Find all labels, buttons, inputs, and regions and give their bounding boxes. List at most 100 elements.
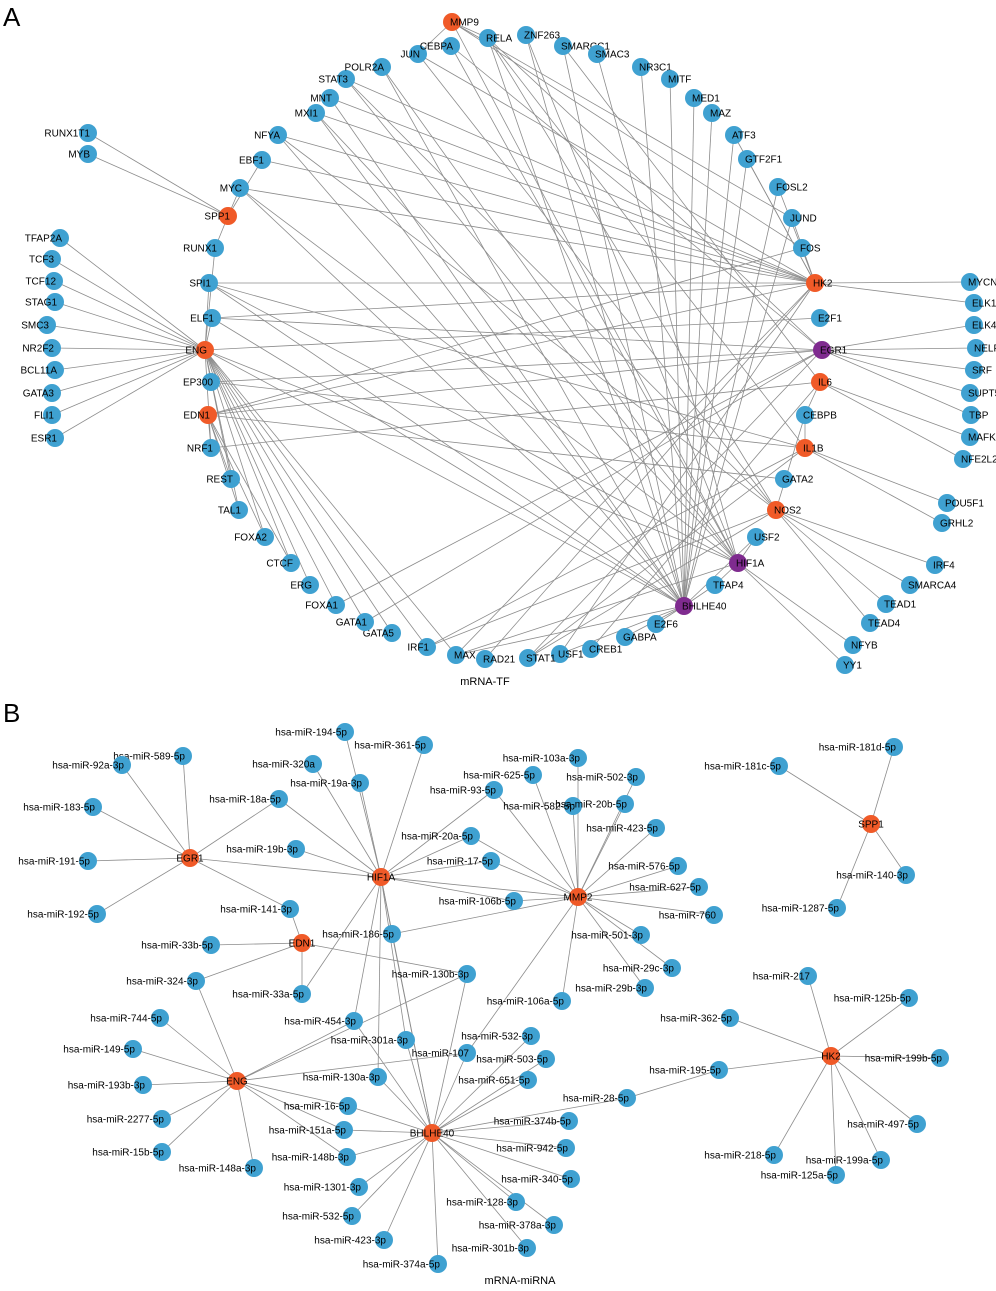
panel-b-node-label-hsa-mir-183-5p: hsa-miR-183-5p <box>23 803 95 814</box>
panel-b-node-circle-hsa-mir-218-5p <box>765 1146 783 1164</box>
panel-b-node-hsa-mir-627-5p: hsa-miR-627-5p <box>629 878 708 896</box>
panel-a-edge-eng-esr1 <box>54 349 206 439</box>
panel-a-node-label-tal1: TAL1 <box>218 506 242 517</box>
panel-a-edge-bhlhe40-mitf <box>669 78 685 607</box>
panel-b-node-label-hsa-mir-501-3p: hsa-miR-501-3p <box>571 931 643 942</box>
panel-b-edge-hk2-hsa-mir-125b-5p <box>830 997 910 1057</box>
panel-b-node-circle-hsa-mir-576-5p <box>669 857 687 875</box>
panel-a-node-fli1: FLI1 <box>34 406 61 424</box>
panel-a-node-label-tead4: TEAD4 <box>868 619 901 630</box>
panel-b-node-circle-hsa-mir-374a-5p <box>429 1255 447 1273</box>
panel-a-edge-hk2-elf1 <box>211 282 816 319</box>
panel-a-edge-hif1a-mmp9 <box>451 21 739 564</box>
panel-a-edge-eng-bhlhe40 <box>204 349 685 607</box>
panel-b-node-label-hsa-mir-141-3p: hsa-miR-141-3p <box>220 905 292 916</box>
panel-b-node-circle-hsa-mir-141-3p <box>281 900 299 918</box>
panel-b-node-label-hsa-mir-497-5p: hsa-miR-497-5p <box>847 1120 919 1131</box>
panel-b-node-circle-hk2 <box>822 1047 840 1065</box>
panel-b-node-circle-hsa-mir-125a-5p <box>827 1166 845 1184</box>
panel-b-edge-egr1-hsa-mir-183-5p <box>92 806 191 859</box>
panel-a-node-label-myc: MYC <box>220 184 242 195</box>
panel-a-node-grhl2: GRHL2 <box>933 514 974 532</box>
panel-b-edge-mmp2-hsa-mir-93-5p <box>493 789 579 898</box>
panel-a-node-label-gata2: GATA2 <box>782 475 814 486</box>
panel-a-node-rad21: RAD21 <box>476 650 516 668</box>
panel-b-edge-mmp2-hsa-mir-760 <box>577 896 715 916</box>
panel-b-node-circle-hsa-mir-760 <box>705 906 723 924</box>
panel-a-node-circle-fli1 <box>43 406 61 424</box>
panel-b-node-circle-hsa-mir-423-3p <box>375 1231 393 1249</box>
panel-b-node-hsa-mir-760: hsa-miR-760 <box>659 906 723 924</box>
panel-a-node-circle-nr2f2 <box>43 339 61 357</box>
panel-a-edge-bhlhe40-fosl2 <box>683 186 779 607</box>
panel-b-node-circle-hsa-mir-301a-3p <box>397 1031 415 1049</box>
panel-b-node-hsa-mir-1287-5p: hsa-miR-1287-5p <box>762 899 846 917</box>
panel-a-node-tfap2a: TFAP2A <box>25 229 69 247</box>
panel-a-node-label-nfyb: NFYB <box>851 641 878 652</box>
panel-a-node-label-gata5: GATA5 <box>363 629 395 640</box>
panel-b-node-hsa-mir-107: hsa-miR-107 <box>412 1044 476 1062</box>
panel-b-node-label-hsa-mir-744-5p: hsa-miR-744-5p <box>90 1014 162 1025</box>
panel-b-node-circle-hsa-mir-651-5p <box>519 1071 537 1089</box>
panel-b-node-label-hsa-mir-106a-5p: hsa-miR-106a-5p <box>487 997 565 1008</box>
panel-b-node-hsa-mir-33a-5p: hsa-miR-33a-5p <box>232 985 311 1003</box>
panel-a-node-circle-mafk <box>961 428 979 446</box>
panel-b-node-label-hsa-mir-532-3p: hsa-miR-532-3p <box>461 1032 533 1043</box>
panel-b-node-hsa-mir-589-5p: hsa-miR-589-5p <box>113 747 192 765</box>
panel-b-edge-bhlhe40-hsa-mir-454-3p <box>353 1020 433 1134</box>
panel-b-node-label-hsa-mir-199a-5p: hsa-miR-199a-5p <box>806 1156 884 1167</box>
panel-a-node-nos2: NOS2 <box>767 501 802 519</box>
panel-a-node-circle-mycn <box>961 273 979 291</box>
panel-a-edge-egr1-nelfa <box>821 347 977 351</box>
panel-a-node-circle-irf1 <box>418 638 436 656</box>
panel-b-edge-egr1-hsa-mir-141-3p <box>189 857 291 910</box>
panel-a-edge-egr1-srf <box>821 349 975 371</box>
panel-a-node-circle-max <box>447 646 465 664</box>
panel-b-node-circle-hsa-mir-502-3p <box>627 768 645 786</box>
panel-a-edge-hk2-jun <box>417 53 816 284</box>
panel-b-node-hsa-mir-2277-5p: hsa-miR-2277-5p <box>87 1110 171 1128</box>
panel-b-node-label-hif1a: HIF1A <box>367 873 396 884</box>
panel-a-node-rest: REST <box>206 470 240 488</box>
panel-a-node-label-gata1: GATA1 <box>336 618 368 629</box>
panel-b-node-label-hsa-mir-576-5p: hsa-miR-576-5p <box>608 862 680 873</box>
panel-a-node-circle-fos <box>793 239 811 257</box>
panel-a-node-nelfa: NELFA <box>967 339 996 357</box>
panel-a-node-bcl11a: BCL11A <box>20 361 64 379</box>
panel-a-node-label-runx1t1: RUNX1T1 <box>44 129 90 140</box>
panel-b-node-hsa-mir-301b-3p: hsa-miR-301b-3p <box>452 1239 536 1257</box>
panel-b-node-circle-hsa-mir-148b-3p <box>338 1148 356 1166</box>
panel-a-node-yy1: YY1 <box>836 656 862 674</box>
panel-b-edge-eng-hsa-mir-193b-3p <box>142 1080 238 1086</box>
panel-a-node-tfap4: TFAP4 <box>706 576 744 594</box>
panel-a-edge-bhlhe40-nr3c1 <box>640 66 685 607</box>
panel-a-node-label-hk2: HK2 <box>813 279 833 290</box>
panel-b-node-circle-hsa-mir-627-5p <box>690 878 708 896</box>
panel-b-node-label-hsa-mir-130b-3p: hsa-miR-130b-3p <box>392 970 470 981</box>
panel-b-edge-hif1a-hsa-mir-20a-5p <box>380 835 472 878</box>
panel-a-node-circle-nos2 <box>767 501 785 519</box>
panel-a-node-circle-tfap4 <box>706 576 724 594</box>
panel-b-node-label-hsa-mir-374a-5p: hsa-miR-374a-5p <box>363 1260 441 1271</box>
panel-a-node-cebpa: CEBPA <box>420 37 460 55</box>
panel-b-edge-bhlhe40-hsa-mir-130b-3p <box>431 973 468 1134</box>
panel-a-node-label-stag1: STAG1 <box>25 298 57 309</box>
panel-a-node-nfya: NFYA <box>254 126 287 144</box>
panel-a-node-il1b: IL1B <box>796 439 824 457</box>
panel-a-node-smarca4: SMARCA4 <box>901 576 957 594</box>
panel-a-node-label-elf1: ELF1 <box>190 314 214 325</box>
panel-a-node-circle-esr1 <box>46 429 64 447</box>
panel-b-node-hsa-mir-148a-3p: hsa-miR-148a-3p <box>179 1159 263 1177</box>
panel-a-node-label-fli1: FLI1 <box>34 411 54 422</box>
panel-b-edge-edn1-hsa-mir-324-3p <box>195 942 303 982</box>
panel-a-node-circle-runx1t1 <box>79 124 97 142</box>
panel-a-edge-eng-fli1 <box>51 349 206 416</box>
panel-a-edge-bhlhe40-mnt <box>329 97 685 607</box>
panel-b-node-label-hsa-mir-582-5p: hsa-miR-582-5p <box>503 802 575 813</box>
panel-a-node-circle-myb <box>79 145 97 163</box>
panel-a-edge-bhlhe40-smarcc1 <box>562 45 685 607</box>
panel-a-node-label-rest: REST <box>206 475 233 486</box>
panel-b-node-label-hsa-mir-148b-3p: hsa-miR-148b-3p <box>272 1153 350 1164</box>
panel-a-node-label-atf3: ATF3 <box>732 131 756 142</box>
